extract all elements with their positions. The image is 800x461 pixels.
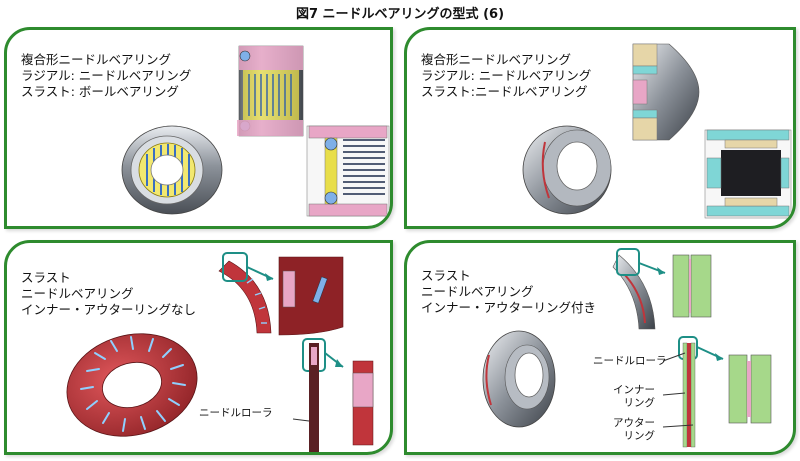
ring-zoom-detail-illustration (672, 254, 712, 318)
outer-ring-line-2: リング (623, 430, 656, 442)
bearing-3d-illustration (121, 125, 223, 215)
panel-2-illustrations (522, 43, 792, 219)
needle-roller-profile-illustration (662, 336, 724, 448)
panel-description: 複合形ニードルベアリング ラジアル: ニードルベアリング スラスト: ボールベア… (21, 52, 191, 100)
panel-thrust-needle-without-rings: スラスト ニードルベアリング インナー・アウターリングなし ニードルローラ (4, 240, 393, 455)
cage-zoom-detail-illustration (246, 256, 344, 336)
cutaway-bearing-illustration (632, 43, 700, 141)
panel-3-illustrations (66, 252, 374, 452)
panel-description: スラスト ニードルベアリング インナー・アウターリング付き (421, 268, 596, 316)
panel-line-3: インナー・アウターリング付き (421, 300, 597, 315)
figure-title: 図7 ニードルベアリングの型式 (6) (295, 7, 505, 22)
needle-roller-profile-illustration (292, 338, 374, 452)
panel-line-1: スラスト (21, 270, 71, 285)
ring-arc-illustration (612, 248, 666, 330)
outer-ring-callout: アウター リング (613, 417, 655, 443)
panel-description: 複合形ニードルベアリング ラジアル: ニードルベアリング スラスト:ニードルベア… (421, 52, 591, 100)
inner-ring-line-2: リング (623, 397, 656, 409)
panel-line-3: スラスト: ボールベアリング (21, 84, 179, 99)
panel-combined-radial-needle-thrust-ball: 複合形ニードルベアリング ラジアル: ニードルベアリング スラスト: ボールベア… (4, 27, 393, 229)
panel-thrust-needle-with-rings: スラスト ニードルベアリング インナー・アウターリング付き ニードルローラ イン… (404, 240, 796, 455)
panel-line-1: 複合形ニードルベアリング (21, 52, 172, 67)
panel-line-2: ニードルベアリング (421, 284, 534, 299)
panel-4-illustrations (482, 248, 772, 448)
panel-line-3: インナー・アウターリングなし (21, 302, 197, 317)
bearing-cross-section-illustration (704, 129, 792, 219)
panel-line-1: 複合形ニードルベアリング (421, 52, 572, 67)
needle-roller-callout: ニードルローラ (199, 407, 273, 419)
panel-combined-radial-needle-thrust-needle: 複合形ニードルベアリング ラジアル: ニードルベアリング スラスト:ニードルベア… (404, 27, 796, 229)
panel-line-1: スラスト (421, 268, 471, 283)
bearing-cross-section-illustration (306, 125, 390, 217)
panel-line-2: ニードルベアリング (21, 286, 134, 301)
thrust-cage-disk-illustration (66, 333, 198, 437)
panel-description: スラスト ニードルベアリング インナー・アウターリングなし (21, 270, 196, 318)
inner-ring-callout: インナー リング (613, 384, 655, 410)
needle-roller-callout: ニードルローラ (593, 355, 667, 367)
inner-ring-line-1: インナー (613, 384, 655, 396)
bearing-3d-illustration (522, 125, 612, 215)
panel-line-3: スラスト:ニードルベアリング (421, 84, 588, 99)
thrust-bearing-3d-illustration (482, 330, 556, 428)
cage-arc-illustration (218, 252, 272, 334)
panel-line-2: ラジアル: ニードルベアリング (21, 68, 192, 83)
panel-1-illustrations (121, 45, 390, 217)
panel-line-2: ラジアル: ニードルベアリング (421, 68, 592, 83)
ring-zoom-detail-lower-illustration (728, 354, 772, 424)
outer-ring-line-1: アウター (613, 417, 655, 429)
cutaway-bearing-illustration (237, 45, 304, 137)
